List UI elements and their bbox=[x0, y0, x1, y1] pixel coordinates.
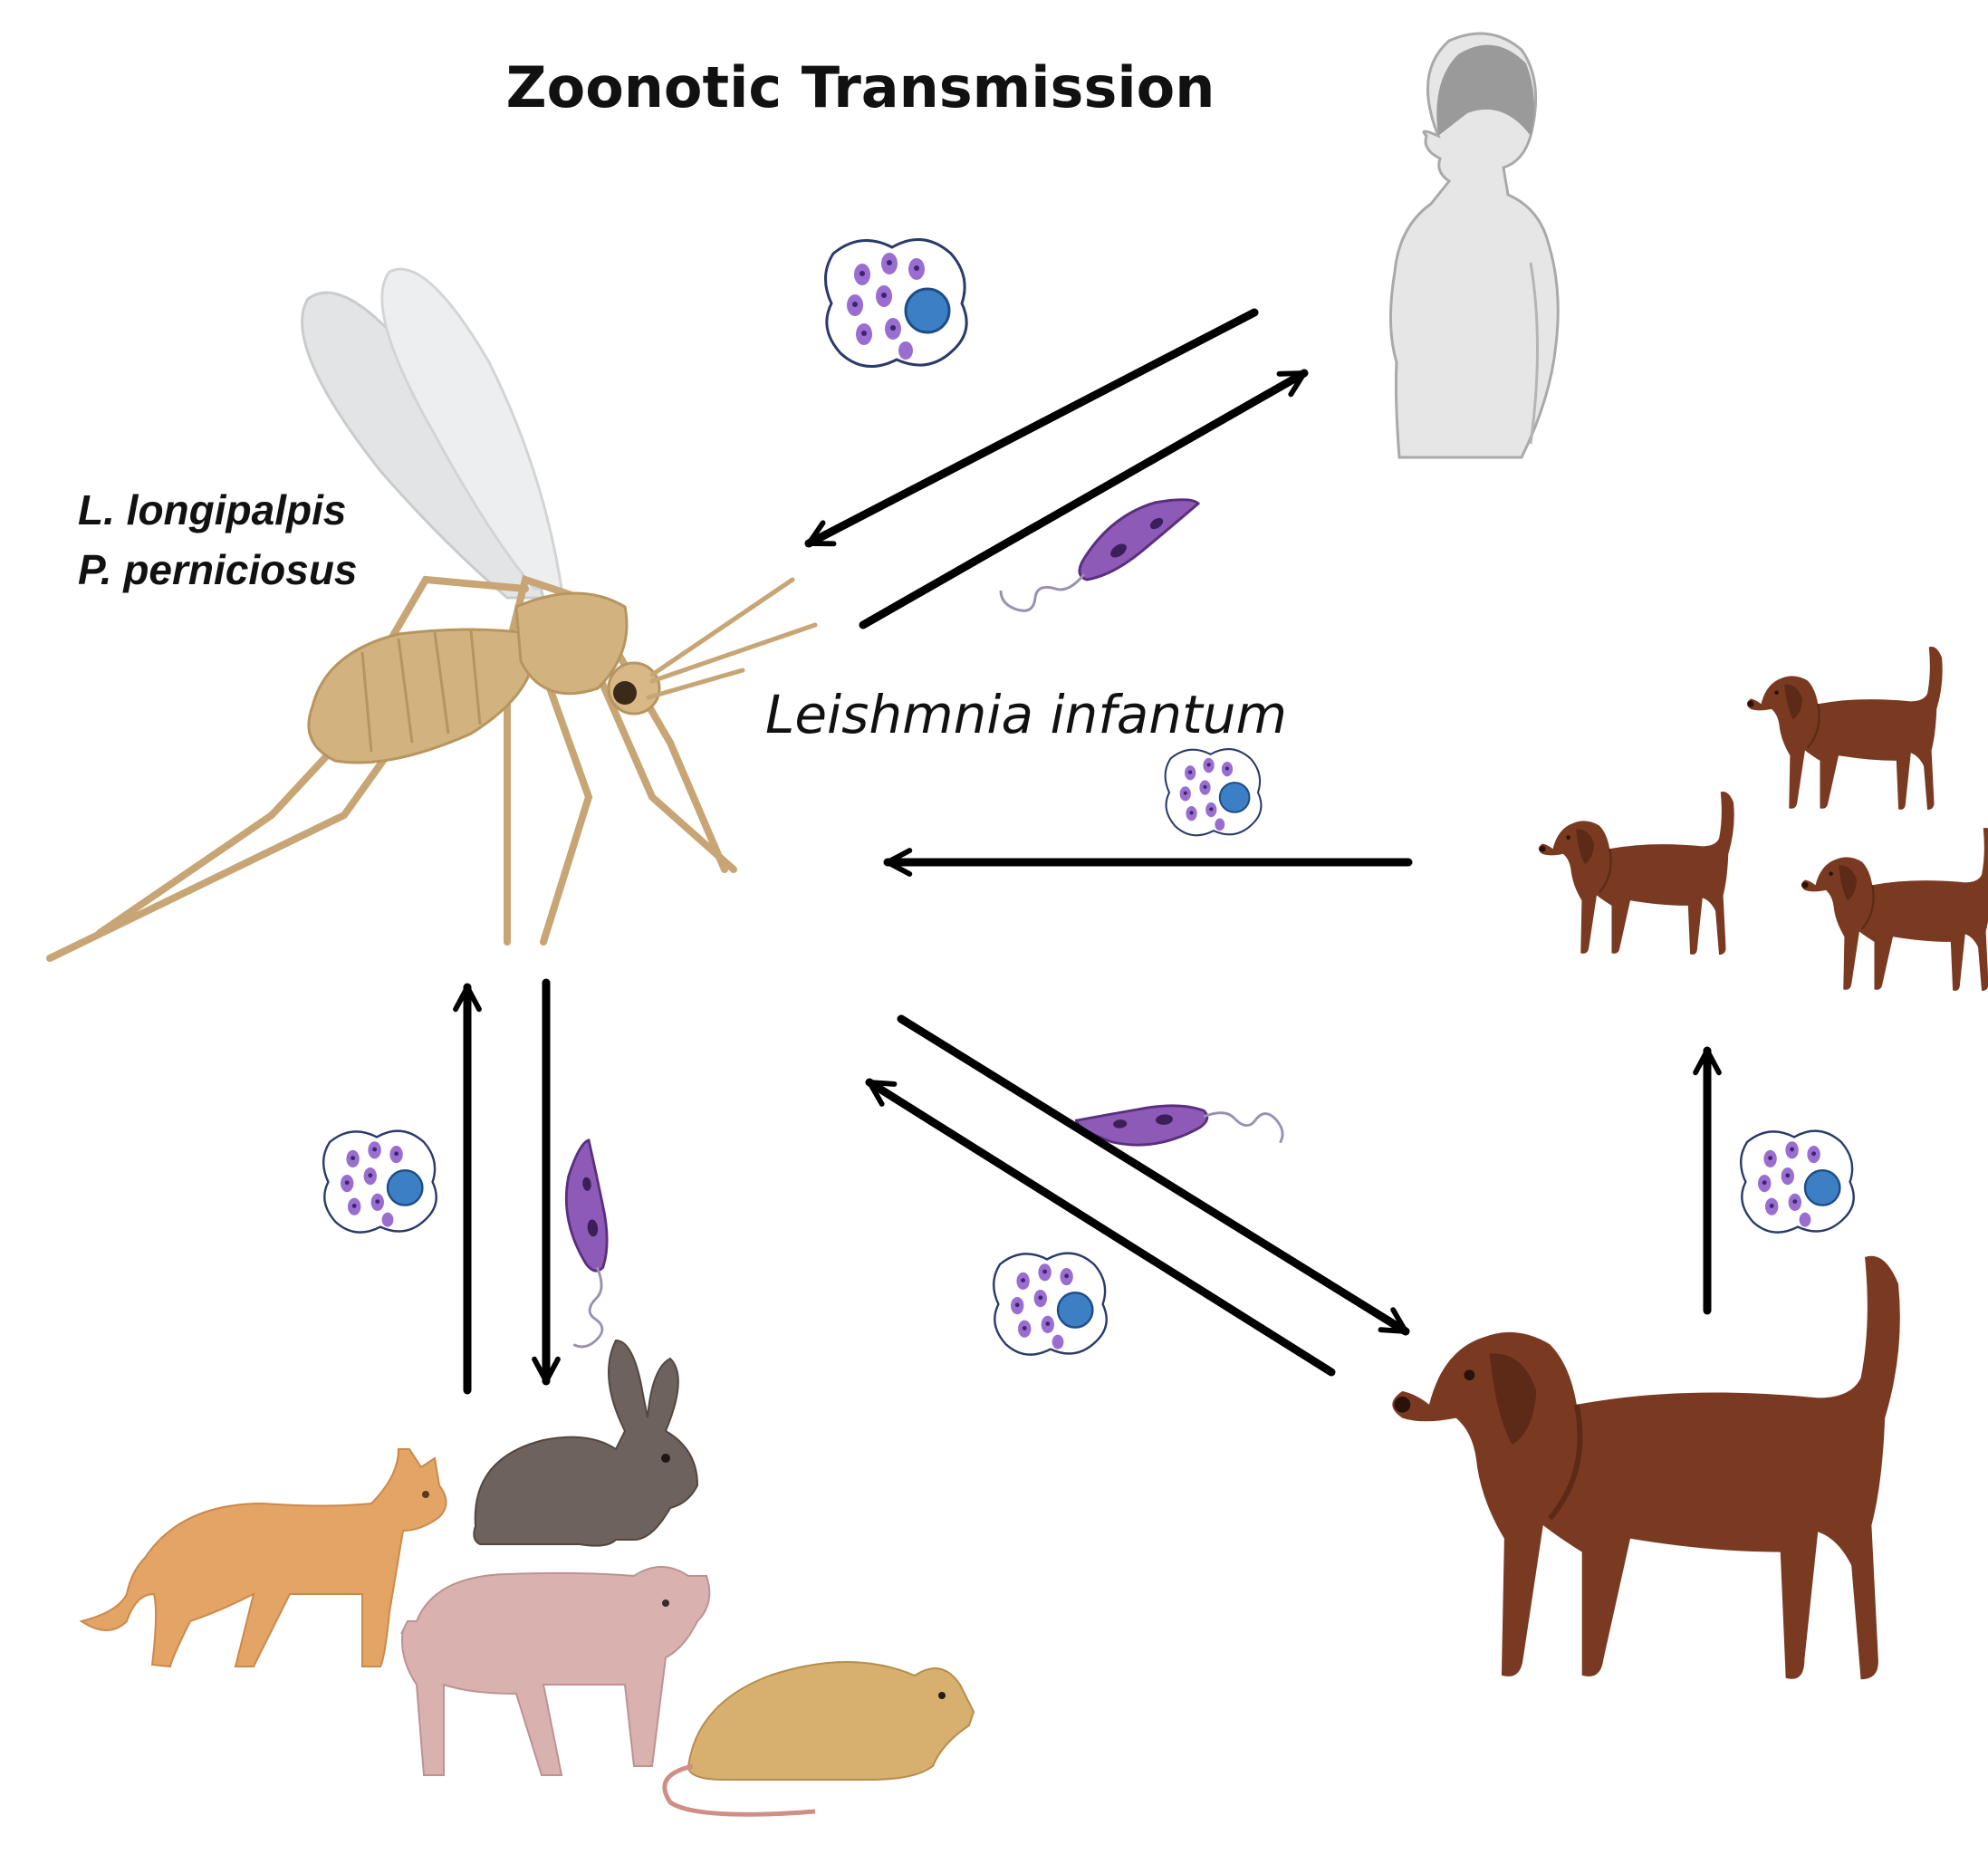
human-icon bbox=[1388, 32, 1560, 459]
dog-icon bbox=[1392, 645, 1988, 1679]
parasite-label: Leishmnia infantum bbox=[765, 684, 1288, 745]
amastigote-icon bbox=[322, 237, 1855, 1356]
diagram-title: Zoonotic Transmission bbox=[505, 54, 1215, 120]
arrow-sandfly-to-human bbox=[859, 369, 1309, 629]
vector-species-1: L. longipalpis bbox=[78, 486, 347, 533]
transmission-arrows bbox=[453, 308, 1722, 1395]
vector-species-list: L. longipalpis P. perniciosus bbox=[78, 480, 358, 600]
arrow-dog-to-sandfly bbox=[865, 1078, 1336, 1377]
arrow-sandfly-to-dog bbox=[897, 1014, 1410, 1336]
sandfly-icon bbox=[46, 267, 818, 962]
pig-icon bbox=[400, 1566, 711, 1776]
cat-icon bbox=[79, 1448, 447, 1668]
rat-icon bbox=[662, 1661, 975, 1817]
rabbit-icon bbox=[473, 1339, 699, 1547]
vector-species-2: P. perniciosus bbox=[78, 546, 358, 593]
arrow-human-to-sandfly bbox=[804, 308, 1259, 548]
